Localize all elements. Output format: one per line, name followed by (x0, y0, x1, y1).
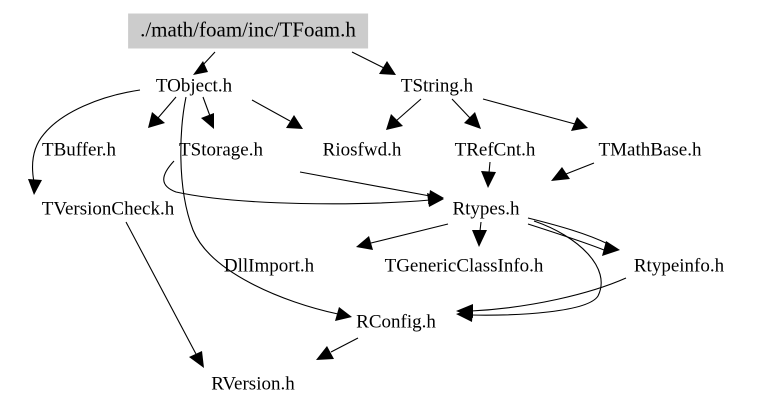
edge-tversion-to-rversion (125, 221, 204, 368)
node-tmathbase[interactable]: TMathBase.h (598, 139, 702, 161)
edge-tstring-to-tmathbase (482, 98, 588, 131)
edge-rtypeinfo-to-rconfig (456, 277, 627, 318)
edge-tstorage-to-rtypes (163, 160, 444, 207)
node-riosfwd[interactable]: Riosfwd.h (322, 139, 402, 161)
node-tversioncheck[interactable]: TVersionCheck.h (41, 198, 175, 220)
node-rtypeinfo[interactable]: Rtypeinfo.h (633, 255, 725, 277)
node-dllimport[interactable]: DllImport.h (223, 255, 315, 277)
edge-tobject-to-tstorage (201, 96, 214, 129)
edge-riosfwd-to-rtypes (299, 171, 444, 204)
edge-rconfig-to-rversion (316, 337, 359, 360)
edge-rtypes-to-tgeneric (472, 221, 487, 247)
node-tbuffer[interactable]: TBuffer.h (41, 139, 117, 161)
edge-tobject-to-tbuffer (148, 96, 177, 128)
edge-tstring-to-riosfwd (386, 98, 422, 130)
node-rversion[interactable]: RVersion.h (211, 373, 295, 395)
node-tgenericclassinfo[interactable]: TGenericClassInfo.h (384, 255, 544, 277)
edge-trefcnt-to-rtypes (481, 161, 496, 188)
node-rtypes[interactable]: Rtypes.h (452, 198, 520, 220)
node-tobject[interactable]: TObject.h (155, 75, 233, 97)
edge-tmathbase-to-rtypes (551, 162, 595, 181)
edge-tstring-to-trefcnt (451, 98, 481, 129)
node-tstorage[interactable]: TStorage.h (179, 139, 263, 161)
node-tstring[interactable]: TString.h (400, 75, 474, 97)
edge-tfoam-to-tobject (193, 51, 216, 75)
node-tfoam[interactable]: ./math/foam/inc/TFoam.h (128, 13, 368, 49)
edge-tfoam-to-tstring (351, 51, 396, 75)
edge-rtypes-to-dllimport (356, 223, 449, 250)
node-rconfig[interactable]: RConfig.h (356, 311, 436, 333)
edge-tobject-to-riosfwd (251, 99, 303, 129)
node-trefcnt[interactable]: TRefCnt.h (454, 139, 536, 161)
edge-tobject-to-rconfig (180, 96, 352, 321)
edge-tobject-to-tversion (28, 89, 141, 195)
